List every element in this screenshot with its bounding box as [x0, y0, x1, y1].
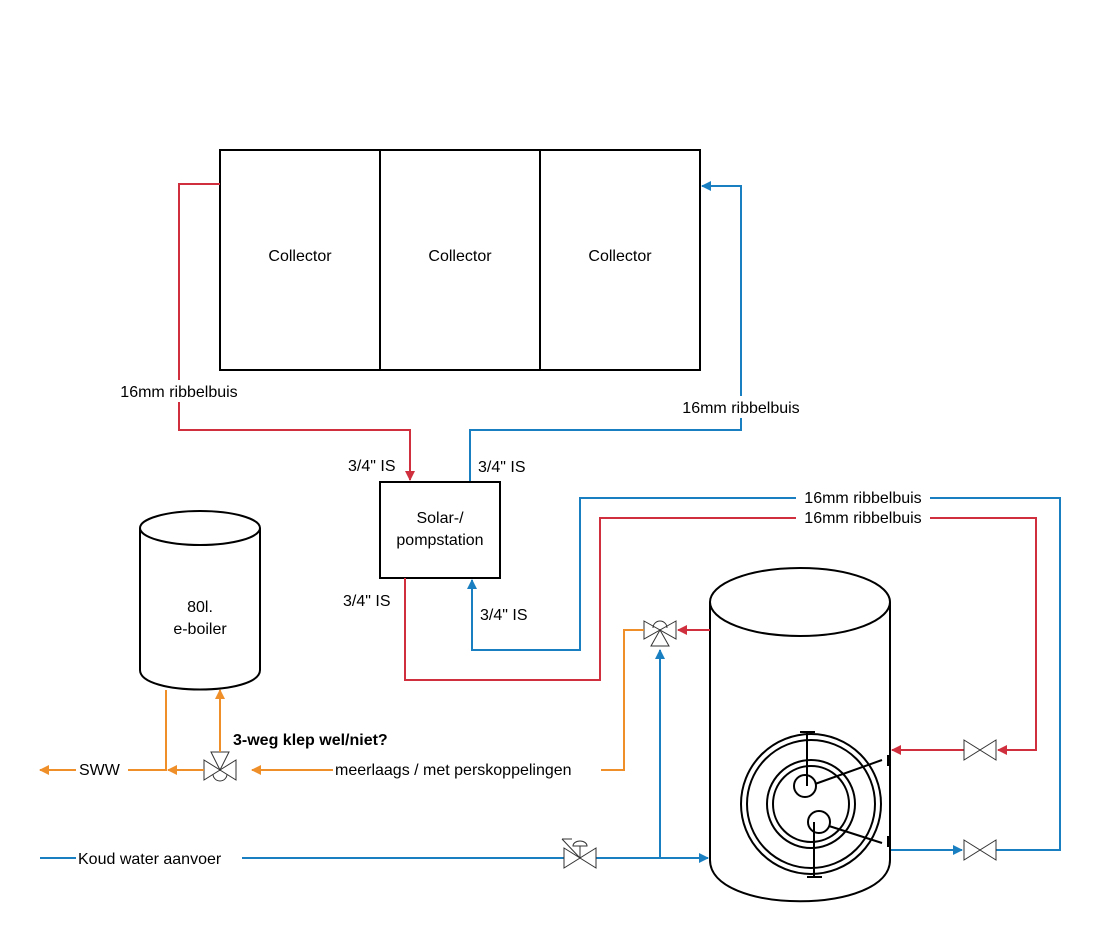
label-bg — [673, 396, 809, 418]
label-tank-hot-run: 16mm ribbelbuis — [804, 510, 921, 527]
e-boiler-label-1: 80l. — [187, 599, 213, 616]
collector-array: Collector Collector Collector — [219, 149, 701, 371]
collector-3-label: Collector — [588, 248, 652, 265]
pipe-multilayer — [251, 629, 644, 775]
pipe-tank-to-pump-cold — [467, 497, 1061, 851]
solar-storage-tank[interactable] — [709, 567, 891, 903]
pressure-reducing-valve[interactable] — [561, 838, 597, 869]
label-collector-out: 16mm ribbelbuis — [120, 384, 237, 401]
annotation-three-way-valve: 3-weg klep wel/niet? — [233, 732, 388, 749]
label-pump-out-hot: 3/4" IS — [343, 593, 390, 610]
label-collector-in: 16mm ribbelbuis — [682, 400, 799, 417]
label-cold-supply: Koud water aanvoer — [78, 851, 222, 868]
coil-heat-exchanger-icon — [740, 731, 889, 878]
pipe-sww-out — [39, 690, 167, 775]
label-bg — [76, 760, 128, 780]
label-multilayer: meerlaags / met perskoppelingen — [335, 762, 572, 779]
pipe-pump-to-tank-hot — [404, 517, 1037, 755]
shutoff-valve-hot[interactable] — [963, 739, 997, 761]
label-pump-in-cold: 3/4" IS — [480, 607, 527, 624]
label-pump-in-hot: 3/4" IS — [348, 458, 395, 475]
collector-2-label: Collector — [428, 248, 492, 265]
mixing-valve-3way[interactable] — [643, 620, 677, 647]
label-bg — [796, 488, 930, 508]
label-sww: SWW — [79, 762, 121, 779]
pipe-pump-to-collector-cold — [469, 181, 742, 482]
collector-2[interactable] — [379, 149, 541, 371]
three-way-valve-eboiler[interactable] — [203, 751, 237, 782]
e-boiler-label-2: e-boiler — [173, 621, 227, 638]
label-tank-cold-run: 16mm ribbelbuis — [804, 490, 921, 507]
collector-1-label: Collector — [268, 248, 332, 265]
label-bg — [333, 758, 601, 780]
label-bg — [76, 848, 242, 868]
label-bg — [796, 508, 930, 528]
label-bg — [112, 380, 246, 402]
collector-3[interactable] — [539, 149, 701, 371]
e-boiler-tank[interactable]: 80l. e-boiler — [139, 510, 261, 691]
pump-station[interactable]: Solar-/ pompstation — [379, 481, 501, 579]
pump-station-label-2: pompstation — [396, 532, 483, 549]
label-pump-out-cold: 3/4" IS — [478, 459, 525, 476]
pipe-collector-to-pump-hot — [178, 183, 415, 481]
pump-station-label-1: Solar-/ — [416, 510, 464, 527]
collector-1[interactable] — [219, 149, 381, 371]
shutoff-valve-cold[interactable] — [963, 839, 997, 861]
